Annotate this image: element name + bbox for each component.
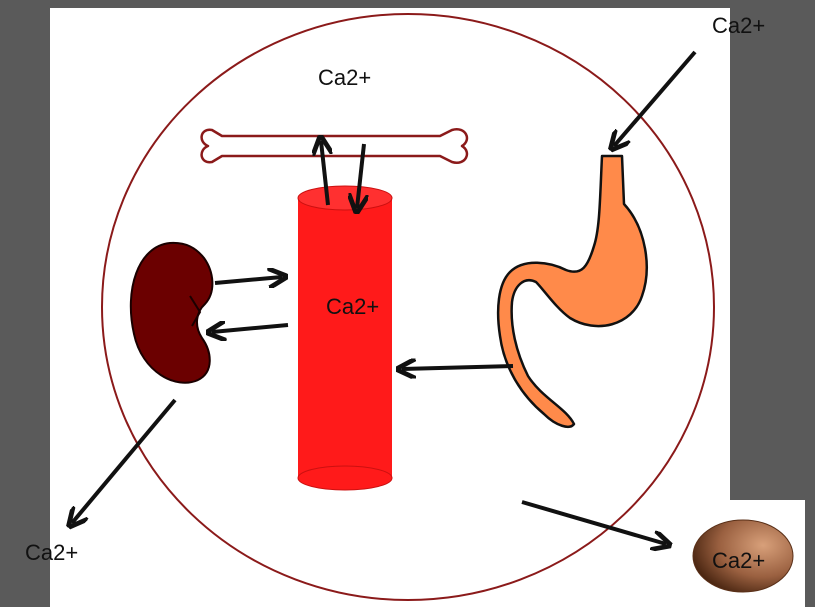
arrow-blood-to-bone <box>321 141 328 206</box>
label-bottom-right: Ca2+ <box>712 548 765 573</box>
label-top: Ca2+ <box>318 65 371 90</box>
arrow-bone-to-blood <box>357 143 364 208</box>
stomach-icon <box>496 154 648 428</box>
body-circle <box>101 13 715 601</box>
arrow-kidney-to-blood <box>214 277 282 283</box>
label-top-right: Ca2+ <box>712 13 765 38</box>
kidney-icon <box>129 241 214 384</box>
arrow-intestine-to-blood <box>402 366 514 369</box>
blood-vessel-icon <box>297 185 393 491</box>
arrow-to-egg <box>521 500 666 544</box>
label-bottom-left: Ca2+ <box>25 540 78 565</box>
egg-icon <box>692 519 794 593</box>
arrow-intake-to-stomach <box>614 50 697 146</box>
label-center: Ca2+ <box>326 294 379 319</box>
arrow-blood-to-kidney <box>212 325 289 332</box>
arrow-kidney-excretion <box>72 398 177 523</box>
bone-icon <box>200 128 469 164</box>
kidney-ureter-mark <box>189 295 202 327</box>
